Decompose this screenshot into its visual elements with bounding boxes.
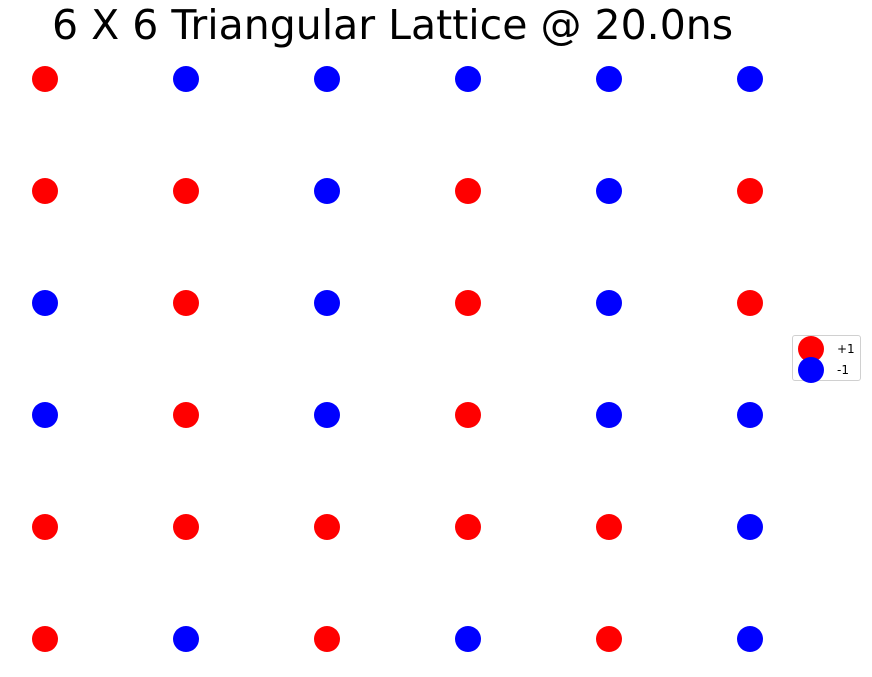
lattice-site-r0-c4-down — [596, 66, 622, 92]
lattice-site-r3-c0-down — [32, 402, 58, 428]
lattice-site-r4-c5-down — [737, 514, 763, 540]
lattice-site-r3-c5-down — [737, 402, 763, 428]
chart-title: 6 X 6 Triangular Lattice @ 20.0ns — [52, 1, 734, 49]
lattice-site-r2-c5-up — [737, 290, 763, 316]
lattice-site-r3-c2-down — [314, 402, 340, 428]
lattice-site-r3-c3-up — [455, 402, 481, 428]
lattice-site-r0-c2-down — [314, 66, 340, 92]
lattice-site-r5-c5-down — [737, 626, 763, 652]
lattice-site-r1-c5-up — [737, 178, 763, 204]
lattice-site-r0-c0-up — [32, 66, 58, 92]
legend-swatch-minus-one — [798, 357, 824, 383]
lattice-site-r0-c5-down — [737, 66, 763, 92]
lattice-site-r2-c1-up — [173, 290, 199, 316]
lattice-site-r3-c4-down — [596, 402, 622, 428]
lattice-site-r1-c3-up — [455, 178, 481, 204]
lattice-site-r5-c3-down — [455, 626, 481, 652]
legend-item-plus-one: +1 — [798, 336, 855, 362]
lattice-site-r0-c3-down — [455, 66, 481, 92]
lattice-site-r1-c4-down — [596, 178, 622, 204]
lattice-site-r5-c4-up — [596, 626, 622, 652]
lattice-site-r5-c2-up — [314, 626, 340, 652]
lattice-site-r3-c1-up — [173, 402, 199, 428]
legend-item-minus-one: -1 — [798, 357, 849, 383]
legend: +1 -1 — [792, 335, 861, 383]
lattice-site-r2-c3-up — [455, 290, 481, 316]
lattice-site-r0-c1-down — [173, 66, 199, 92]
lattice-site-r2-c2-down — [314, 290, 340, 316]
lattice-site-r5-c1-down — [173, 626, 199, 652]
lattice-site-r4-c1-up — [173, 514, 199, 540]
legend-label-plus-one: +1 — [837, 342, 855, 356]
lattice-site-r1-c0-up — [32, 178, 58, 204]
lattice-site-r4-c2-up — [314, 514, 340, 540]
lattice-site-r4-c4-up — [596, 514, 622, 540]
lattice-site-r2-c0-down — [32, 290, 58, 316]
lattice-site-r1-c2-down — [314, 178, 340, 204]
lattice-site-r4-c0-up — [32, 514, 58, 540]
lattice-site-r4-c3-up — [455, 514, 481, 540]
lattice-site-r5-c0-up — [32, 626, 58, 652]
lattice-site-r2-c4-down — [596, 290, 622, 316]
lattice-site-r1-c1-up — [173, 178, 199, 204]
legend-label-minus-one: -1 — [837, 363, 849, 377]
